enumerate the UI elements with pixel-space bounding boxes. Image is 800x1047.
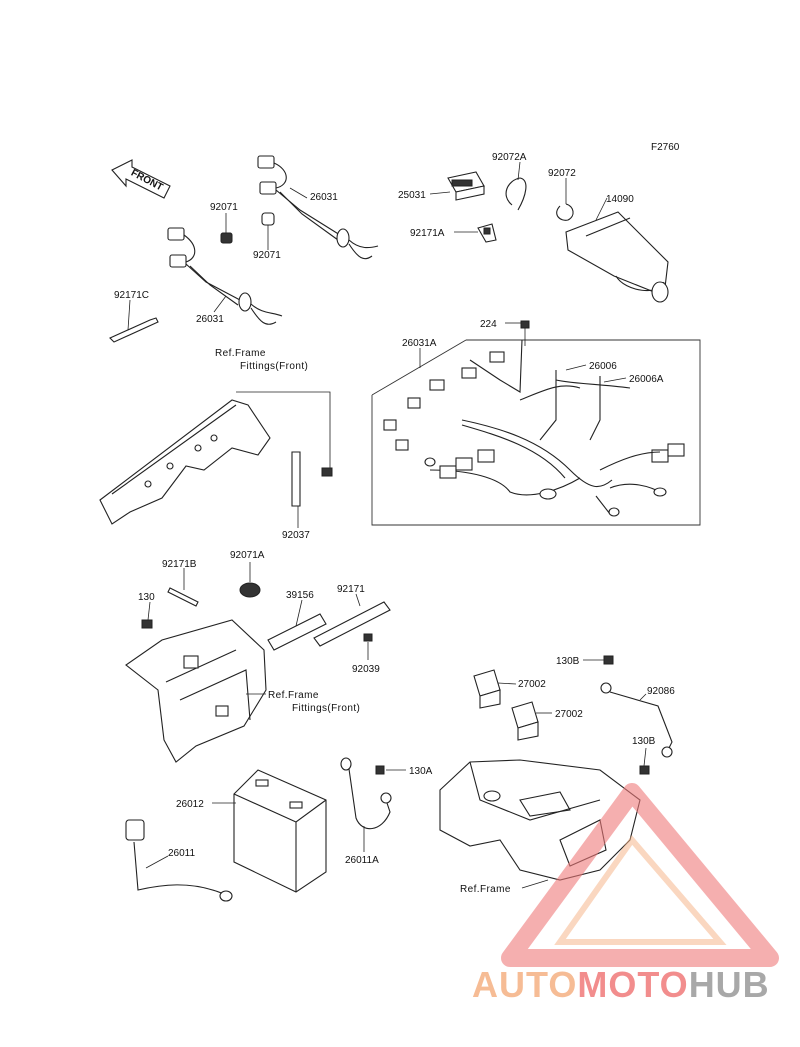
label-130: 130 xyxy=(138,592,155,603)
ref-frame-lower-l2: Fittings(Front) xyxy=(292,703,360,714)
watermark-text: AUTOMOTOHUB xyxy=(472,964,770,1005)
cover-14090 xyxy=(565,211,669,303)
label-26011A: 26011A xyxy=(345,855,379,866)
clamp-92072A xyxy=(505,177,527,211)
label-14090: 14090 xyxy=(606,194,634,205)
frame-fittings-upper xyxy=(99,399,333,525)
label-26031A: 26031A xyxy=(402,338,437,349)
label-25031: 25031 xyxy=(398,190,426,201)
frame-fittings-lower xyxy=(125,619,267,763)
strap-92171 xyxy=(313,601,391,647)
label-26031-mid: 26031 xyxy=(196,314,224,325)
ref-frame-upper-l2: Fittings(Front) xyxy=(240,361,308,372)
cable-26011A xyxy=(340,757,392,830)
harness-box-26031A xyxy=(371,339,701,526)
label-92171C: 92171C xyxy=(114,290,149,301)
bolt-224 xyxy=(520,320,530,346)
band-92171B xyxy=(167,587,199,607)
ref-frame-upper-l1: Ref.Frame xyxy=(215,348,266,359)
label-26012: 26012 xyxy=(176,799,204,810)
grommet-92071-b xyxy=(261,212,275,226)
damper-92071A xyxy=(239,582,261,598)
label-92071-a: 92071 xyxy=(210,202,238,213)
grommet-92071-a xyxy=(220,232,233,244)
label-92171: 92171 xyxy=(337,584,365,595)
label-26006A: 26006A xyxy=(629,374,664,385)
label-92072A: 92072A xyxy=(492,152,527,163)
label-26011: 26011 xyxy=(168,848,196,859)
label-130B-top: 130B xyxy=(556,656,580,667)
label-92086: 92086 xyxy=(647,686,675,697)
watermark-hub: HUB xyxy=(689,964,770,1005)
harness-26031-mid xyxy=(167,227,283,325)
label-26031-top: 26031 xyxy=(310,192,338,203)
diagram-code: F2760 xyxy=(651,142,680,153)
watermark-logo: AUTOMOTOHUB xyxy=(472,783,779,1005)
bolt-130 xyxy=(141,619,153,629)
ref-frame-right: Ref.Frame xyxy=(460,884,511,895)
label-130B-bottom: 130B xyxy=(632,736,656,747)
label-92171A: 92171A xyxy=(410,228,445,239)
label-92072: 92072 xyxy=(548,168,576,179)
bracket-92171A xyxy=(477,223,497,243)
cable-92086 xyxy=(600,682,673,758)
clamp-92072 xyxy=(556,203,574,221)
label-130A: 130A xyxy=(409,766,433,777)
label-92037: 92037 xyxy=(282,530,310,541)
label-27002-a: 27002 xyxy=(518,679,546,690)
label-224: 224 xyxy=(480,319,497,330)
label-39156: 39156 xyxy=(286,590,314,601)
leader-lines xyxy=(127,161,647,889)
label-92171B: 92171B xyxy=(162,559,197,570)
label-92071-b: 92071 xyxy=(253,250,281,261)
relay-27002-b xyxy=(511,701,539,741)
front-arrow-icon: FRONT xyxy=(111,159,171,199)
bolt-130B-bottom xyxy=(639,765,650,775)
relay-25031 xyxy=(447,171,485,201)
ref-frame-lower-l1: Ref.Frame xyxy=(268,690,319,701)
cable-26011 xyxy=(125,819,233,902)
battery-26012 xyxy=(233,769,327,893)
band-92171C xyxy=(109,317,159,343)
plate-39156 xyxy=(267,613,327,651)
watermark-auto: AUTO xyxy=(472,964,577,1005)
relay-27002-a xyxy=(473,669,501,709)
label-26006: 26006 xyxy=(589,361,617,372)
harness-26031-top xyxy=(257,155,379,260)
watermark-triangle-icon xyxy=(501,783,779,967)
label-92039: 92039 xyxy=(352,664,380,675)
bolt-130B-top xyxy=(603,655,614,665)
watermark-moto: MOTO xyxy=(577,964,688,1005)
label-27002-b: 27002 xyxy=(555,709,583,720)
label-92071A: 92071A xyxy=(230,550,265,561)
